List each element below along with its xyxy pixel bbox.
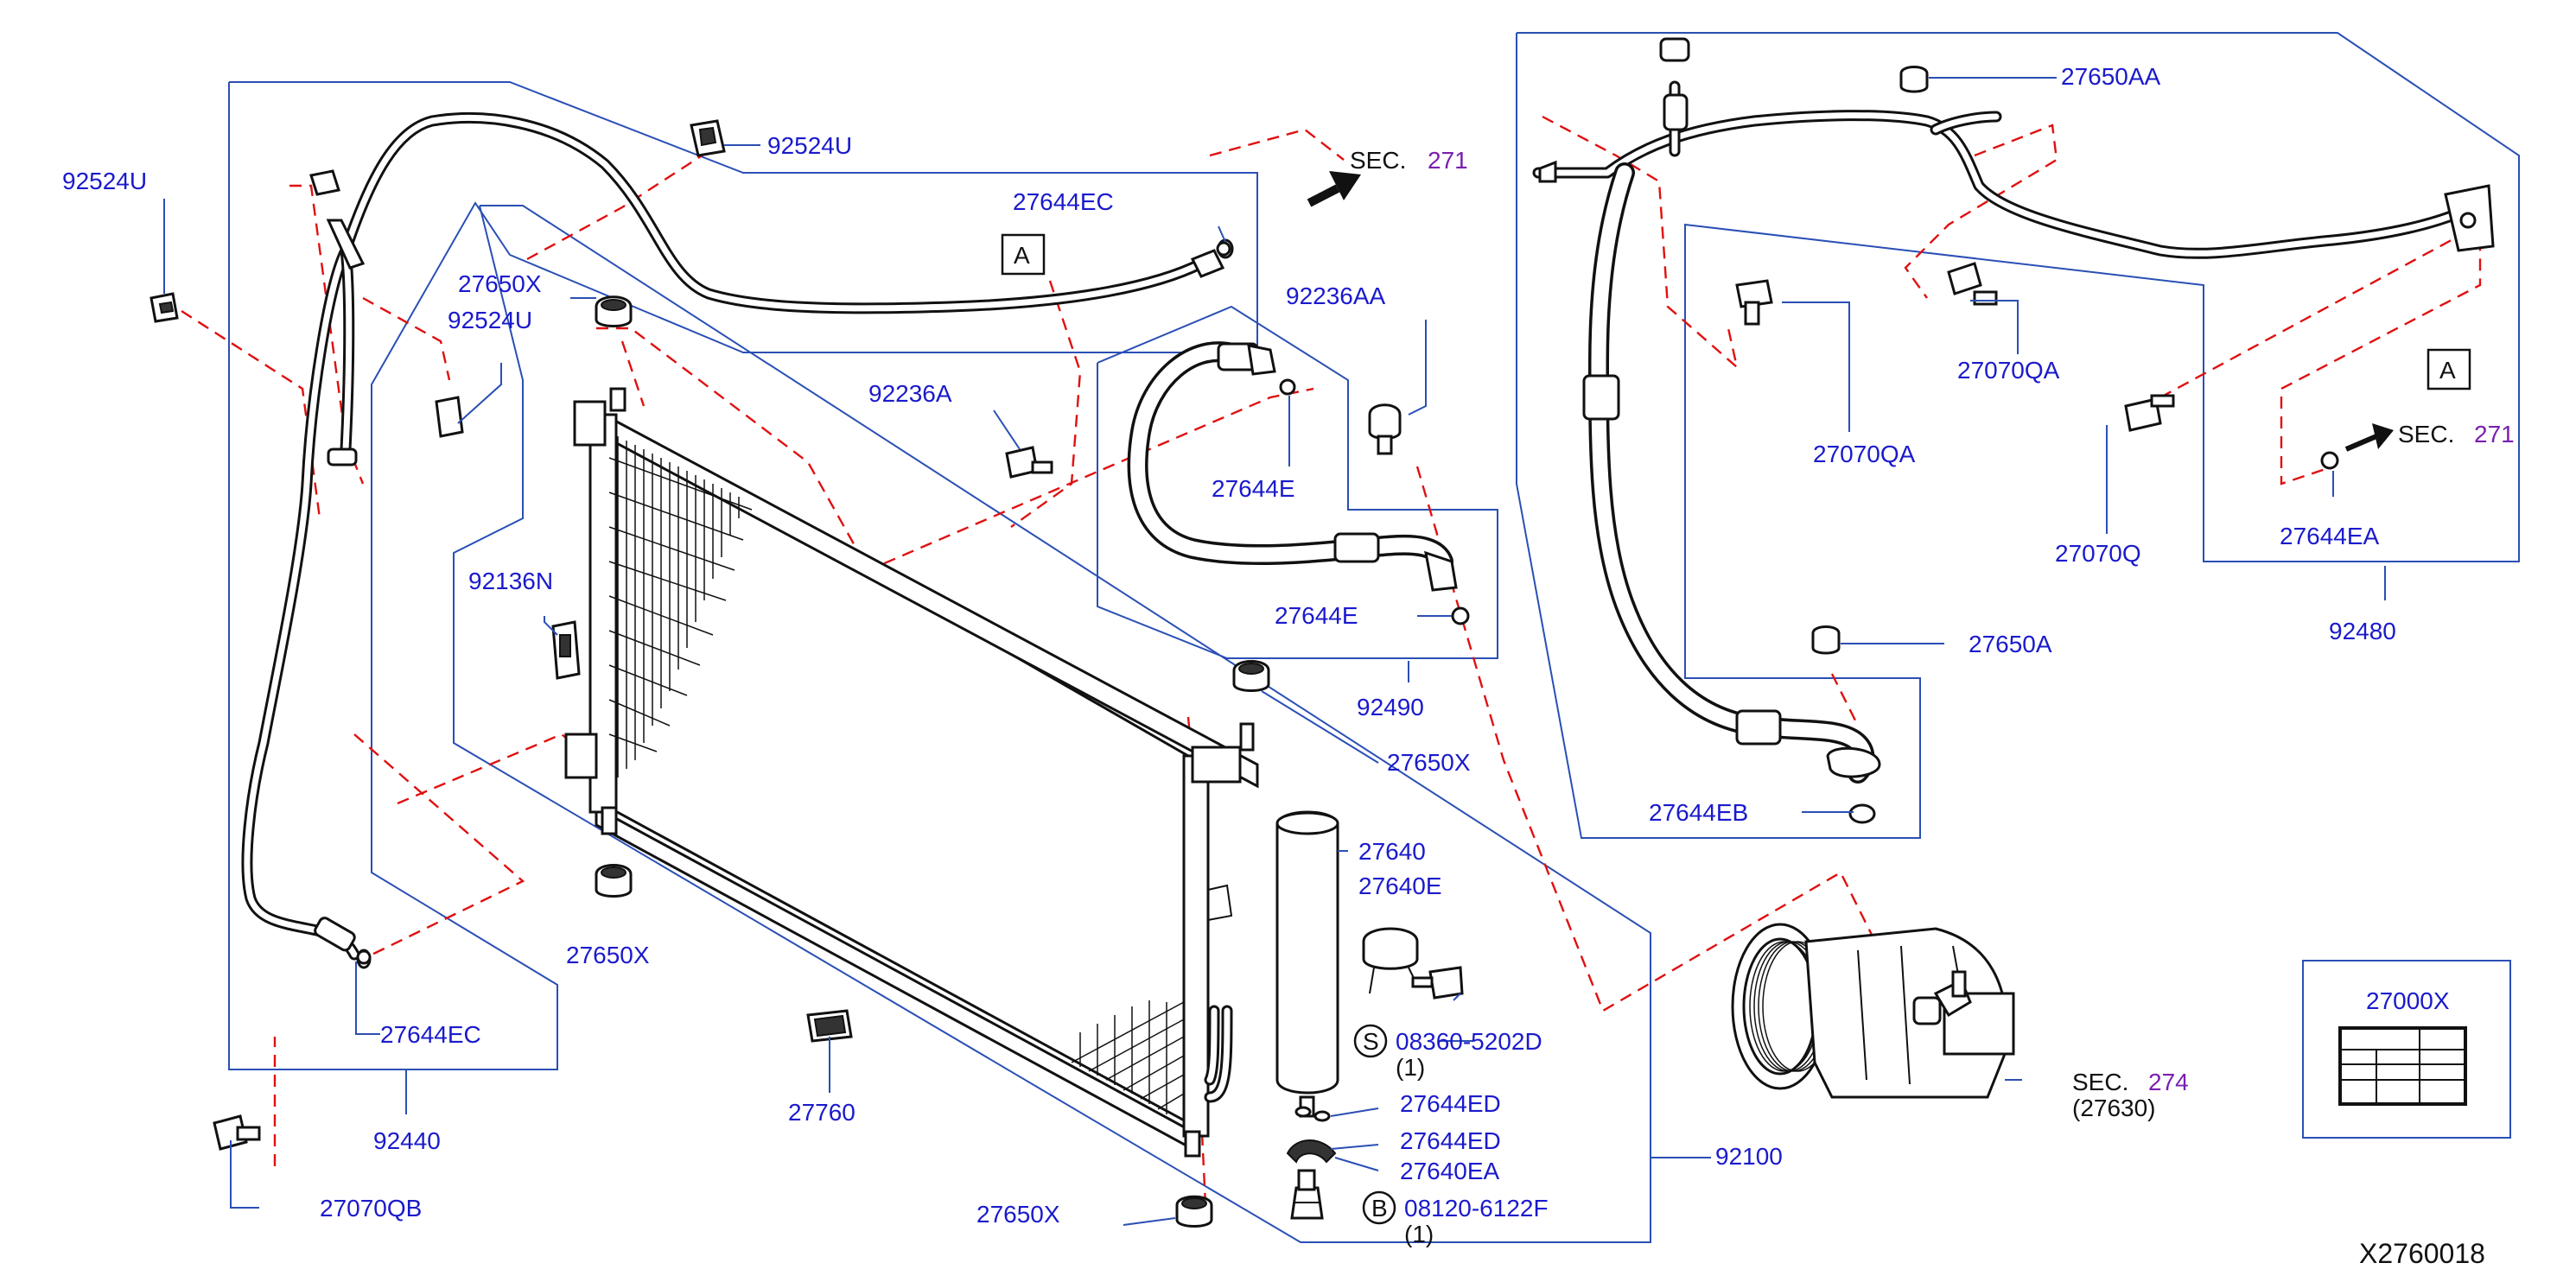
label-27760: 27760 (788, 1099, 855, 1126)
outline-27000X (2302, 960, 2511, 1139)
label-sec-271-right: SEC. (2398, 421, 2454, 447)
label-27070Q: 27070Q (2055, 540, 2141, 567)
label-92100: 92100 (1715, 1143, 1783, 1170)
grommet-mid (595, 864, 633, 898)
label-27650AA: 27650AA (2061, 63, 2161, 90)
label-92480: 92480 (2329, 618, 2396, 644)
label-92490: 92490 (1357, 694, 1424, 720)
group-outlines (228, 32, 2520, 1243)
label-92440: 92440 (373, 1127, 441, 1154)
grommet-top (595, 295, 633, 327)
hose-92480 (1532, 37, 2495, 824)
label-27000X: 27000X (2366, 987, 2450, 1014)
label-92524U-left: 92524U (62, 168, 147, 194)
reference-box-a-right (2427, 348, 2471, 390)
label-08120-6122F: 08120-6122F (1404, 1195, 1549, 1222)
label-27644EC-top: 27644EC (1013, 188, 1114, 215)
label-27640E: 27640E (1358, 873, 1442, 899)
outline-92480 (1516, 32, 2520, 839)
label-b-marker: B (1371, 1195, 1388, 1222)
label-27640EA: 27640EA (1400, 1158, 1500, 1184)
label-92524U-mid: 92524U (448, 307, 532, 333)
label-qty-s: (1) (1396, 1054, 1425, 1081)
label-08360-5202D: 08360-5202D (1396, 1028, 1542, 1055)
label-27630: (27630) (2072, 1095, 2156, 1121)
label-sec-271-top: SEC. (1350, 147, 1406, 174)
label-27000X-icon (2338, 1026, 2467, 1106)
label-27650X-right: 27650X (1387, 749, 1471, 776)
label-27070QB: 27070QB (320, 1195, 422, 1222)
reference-box-a-left (1001, 233, 1046, 276)
condenser-fins-lower (1071, 1000, 1185, 1114)
label-92136N: 92136N (468, 568, 553, 594)
label-s-marker: S (1363, 1028, 1379, 1055)
arrow-sec271-top (1307, 171, 1361, 207)
receiver-drier-27640 (1275, 810, 1464, 1220)
label-sec-274-num: 274 (2148, 1069, 2189, 1095)
label-27640: 27640 (1358, 838, 1426, 865)
leader-lines (163, 77, 2386, 1226)
outline-92100 (453, 205, 1651, 1243)
hose-92490 (1127, 341, 1470, 625)
diagram-id: X2760018 (2359, 1238, 2485, 1269)
label-27644EA: 27644EA (2280, 523, 2380, 549)
label-92524U-top: 92524U (767, 132, 852, 159)
outline-92440 (228, 81, 1258, 1070)
label-27644ED-a: 27644ED (1400, 1090, 1501, 1117)
label-27644E-a: 27644E (1212, 475, 1295, 502)
label-27650X-mid: 27650X (566, 942, 650, 968)
label-qty-b: (1) (1404, 1221, 1434, 1247)
label-sec-271-right-num: 271 (2474, 421, 2515, 447)
label-27650X-bottom: 27650X (976, 1201, 1060, 1228)
label-27650A: 27650A (1969, 631, 2052, 657)
label-27650X-top: 27650X (458, 270, 542, 297)
b-marker-circle (1362, 1190, 1396, 1225)
label-27644E-b: 27644E (1275, 602, 1358, 629)
s-marker-circle (1353, 1024, 1388, 1058)
label-92236AA: 92236AA (1286, 282, 1386, 309)
label-27070QA-a: 27070QA (1957, 357, 2060, 384)
label-92236A: 92236A (868, 380, 952, 407)
grommet-right (1232, 660, 1270, 692)
condenser-fins-upper (608, 436, 753, 777)
label-27644ED-b: 27644ED (1400, 1127, 1501, 1154)
label-27644EC-low: 27644EC (380, 1021, 481, 1048)
label-sec-274: SEC. (2072, 1069, 2128, 1095)
label-box-a-left: A (1014, 242, 1030, 269)
outline-92490 (1097, 305, 1498, 659)
condenser-92100 (564, 387, 1259, 1158)
label-27644EB: 27644EB (1649, 799, 1748, 826)
part-labels: 92524U 92524U 92524U 27650X 27644EC SEC.… (62, 63, 2515, 1269)
label-27070QA-b: 27070QA (1813, 441, 1916, 467)
label-sec-271-top-num: 271 (1428, 147, 1468, 174)
grommet-bottom (1175, 1195, 1213, 1228)
pipe-92440 (241, 112, 1234, 969)
small-parts-left (149, 119, 1270, 1228)
compressor-27630 (1731, 923, 2015, 1099)
label-box-a-right: A (2439, 357, 2456, 384)
